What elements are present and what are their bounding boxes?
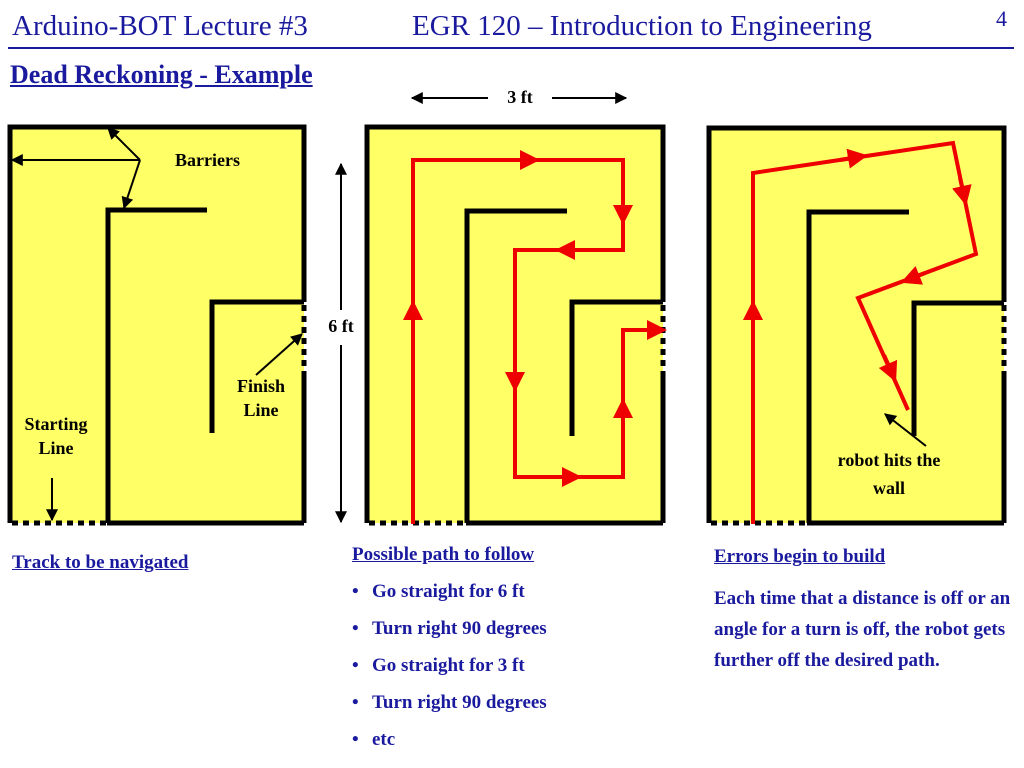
width-label: 3 ft [507,87,533,107]
list-item: •Turn right 90 degrees [352,692,547,713]
header-rule [8,47,1014,49]
list-item: •Turn right 90 degrees [352,618,547,639]
starting-line-label-line1: Starting [24,414,88,434]
height-label: 6 ft [328,316,354,336]
finish-line-label-line1: Finish [236,376,286,396]
list-item: •Go straight for 3 ft [352,655,525,676]
track-1 [7,124,307,526]
page-number: 4 [996,6,1007,31]
track-2 [364,124,667,526]
header-course: EGR 120 – Introduction to Engineering [412,10,872,42]
finish-line-label-line2: Line [243,400,279,420]
wall-hit-label-line2: wall [872,478,905,498]
path-steps-list: •Go straight for 6 ft •Turn right 90 deg… [352,578,547,763]
planned-path [411,158,660,524]
slide-title: Dead Reckoning - Example [10,60,313,89]
path-caption: Possible path to follow [352,544,535,565]
dimension-arrows [335,92,628,524]
list-item: •Go straight for 6 ft [352,581,525,602]
errors-description: Each time that a distance is off or an a… [714,588,1011,671]
header-title: Arduino-BOT Lecture #3 [12,10,308,42]
list-item: •etc [352,729,396,750]
errors-caption: Errors begin to build [714,546,886,567]
track-caption: Track to be navigated [12,552,189,573]
starting-line-label-line2: Line [38,438,74,458]
wall-hit-label-line1: robot hits the [837,450,941,470]
barriers-label: Barriers [175,150,240,170]
track-3 [706,125,1007,526]
